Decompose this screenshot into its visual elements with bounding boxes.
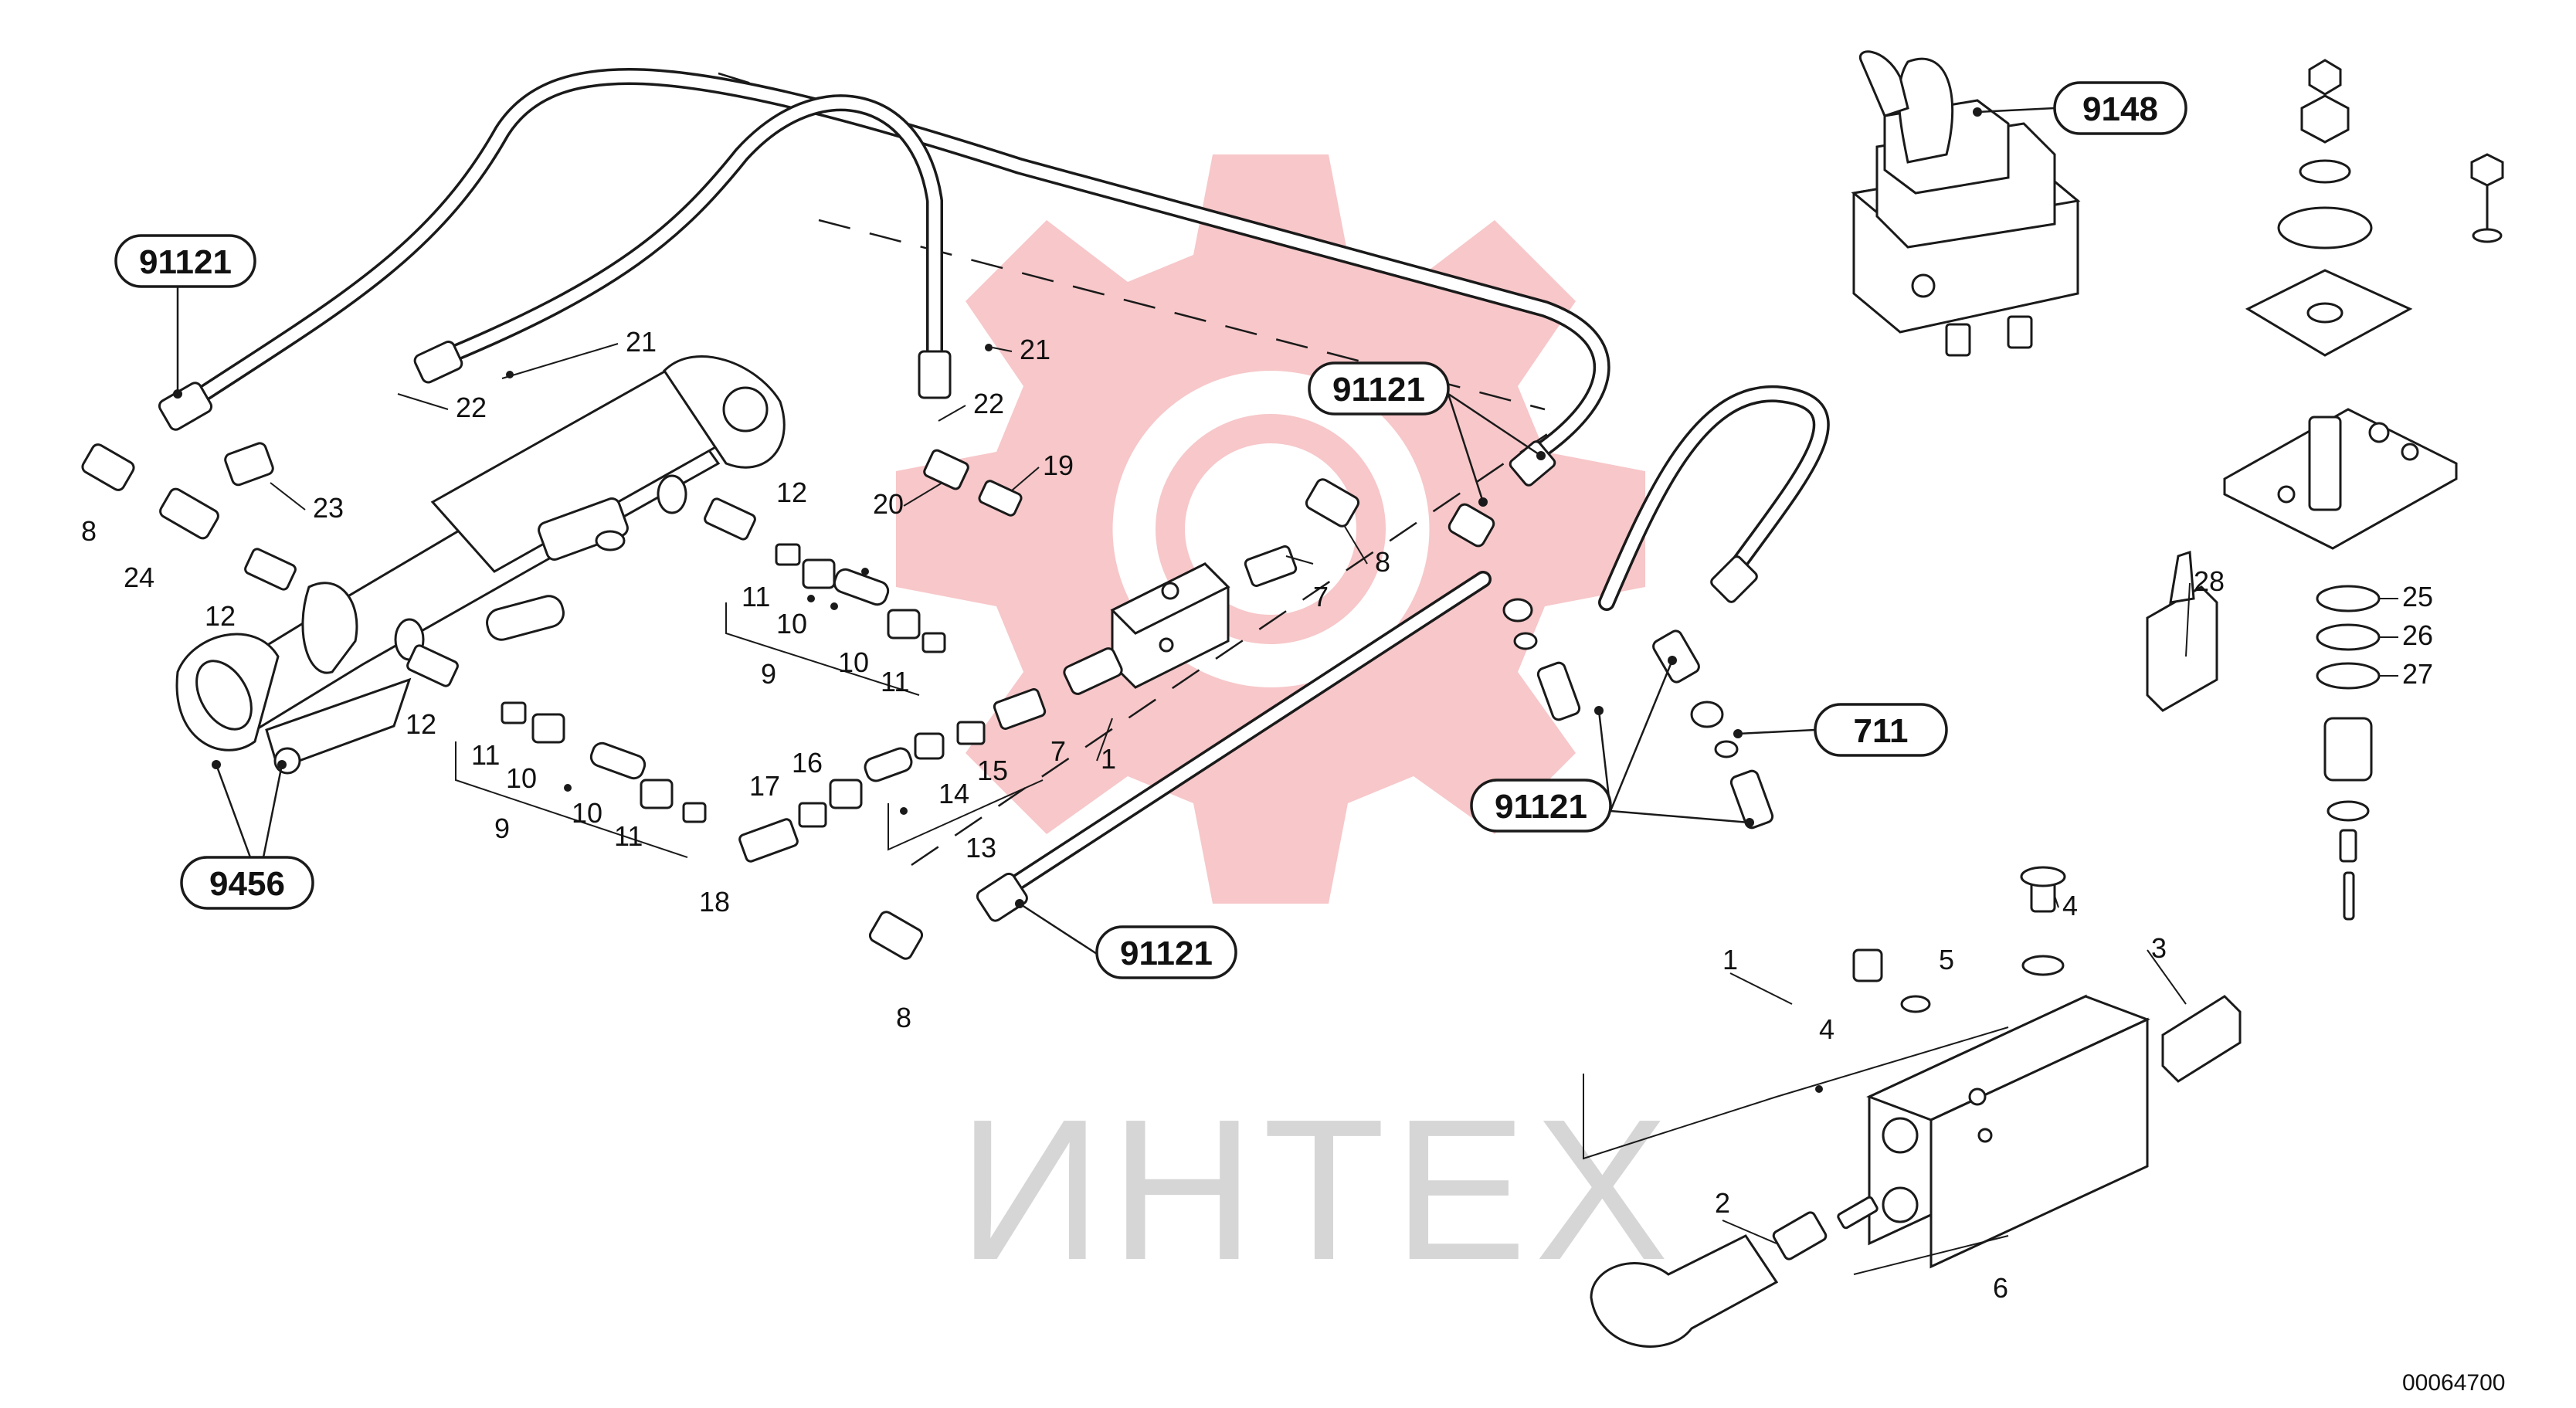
callout-label: 91121 bbox=[1332, 371, 1425, 409]
part-label: 24 bbox=[124, 562, 154, 593]
part-label: 17 bbox=[749, 770, 780, 802]
part-label: 11 bbox=[614, 820, 643, 852]
part-label: 4 bbox=[1819, 1013, 1834, 1045]
part-label: 11 bbox=[742, 581, 770, 612]
part-label: 21 bbox=[626, 326, 657, 358]
part-label: 8 bbox=[896, 1002, 911, 1033]
callout-91121-lower-center: 91121 bbox=[1095, 925, 1237, 979]
part-label: 8 bbox=[1375, 546, 1390, 578]
callout-label: 9148 bbox=[2082, 90, 2158, 128]
dash-line-b bbox=[911, 392, 1607, 867]
part-label: 6 bbox=[1993, 1272, 2008, 1304]
part-label: 16 bbox=[792, 747, 823, 779]
callout-label: 711 bbox=[1854, 712, 1909, 750]
callout-label: 91121 bbox=[1120, 935, 1213, 972]
hose-right-loop bbox=[1598, 385, 1830, 611]
part-label: 8 bbox=[81, 515, 97, 547]
leader-lines bbox=[176, 107, 2055, 955]
part-label: 26 bbox=[2402, 619, 2433, 651]
assembly-brackets bbox=[455, 602, 2009, 1275]
label-ticks bbox=[270, 343, 2398, 1244]
part-label: 4 bbox=[2062, 890, 2078, 921]
part-label: 7 bbox=[1313, 581, 1329, 612]
callout-label: 9456 bbox=[209, 865, 285, 903]
part-label: 19 bbox=[1043, 450, 1074, 481]
part-label: 13 bbox=[966, 832, 996, 863]
leader-dots bbox=[173, 107, 1982, 1093]
watermark-gear bbox=[896, 154, 1645, 904]
part-label: 2 bbox=[1715, 1187, 1730, 1219]
part-label: 15 bbox=[977, 755, 1008, 786]
part-label: 28 bbox=[2194, 565, 2225, 597]
part-label: 20 bbox=[873, 488, 904, 520]
part-label: 27 bbox=[2402, 658, 2433, 690]
hose-lower-straight bbox=[988, 571, 1492, 904]
stack-parts bbox=[2146, 59, 2504, 921]
watermark-gear-shape bbox=[896, 154, 1645, 904]
callout-label: 91121 bbox=[1495, 788, 1587, 826]
part-label: 21 bbox=[1020, 334, 1050, 365]
joystick-assembly bbox=[1851, 50, 2081, 357]
part-label: 1 bbox=[1722, 944, 1738, 975]
part-label: 3 bbox=[2151, 932, 2167, 964]
part-label: 9 bbox=[761, 658, 776, 690]
part-label: 10 bbox=[506, 762, 537, 794]
callout-711: 711 bbox=[1814, 703, 1948, 757]
watermark-gear-ring bbox=[1156, 414, 1386, 644]
callout-91121-center: 91121 bbox=[1308, 361, 1450, 416]
part-label: 1 bbox=[1101, 743, 1116, 775]
valve-block-center bbox=[1063, 562, 1230, 695]
hydraulic-cylinder bbox=[175, 355, 786, 775]
hose-upper-inner bbox=[432, 94, 943, 368]
part-label: 14 bbox=[938, 778, 969, 809]
part-label: 10 bbox=[776, 608, 807, 640]
part-label: 22 bbox=[973, 388, 1004, 419]
callout-9148: 9148 bbox=[2053, 81, 2187, 135]
part-label: 10 bbox=[572, 797, 602, 829]
watermark-text: ИНТЕХ bbox=[958, 1078, 1676, 1302]
part-label: 22 bbox=[456, 392, 487, 423]
part-label: 18 bbox=[699, 886, 730, 918]
hose-top-left bbox=[177, 68, 1610, 464]
part-label: 12 bbox=[205, 600, 236, 632]
callout-91121-top-left: 91121 bbox=[114, 234, 256, 288]
part-label: 9 bbox=[494, 813, 510, 844]
valve-detail bbox=[1590, 866, 2242, 1348]
callout-9456: 9456 bbox=[180, 856, 314, 910]
part-label: 7 bbox=[1050, 735, 1066, 767]
part-label: 5 bbox=[1939, 944, 1954, 975]
part-number-labels: 21 22 23 8 24 12 21 22 20 19 12 11 10 10… bbox=[81, 326, 2433, 1304]
part-label: 11 bbox=[471, 739, 500, 771]
part-label: 10 bbox=[838, 646, 869, 678]
callout-91121-right: 91121 bbox=[1470, 779, 1612, 833]
callout-label: 91121 bbox=[139, 243, 232, 281]
small-fittings bbox=[81, 442, 1774, 960]
part-label: 12 bbox=[406, 708, 436, 740]
part-label: 11 bbox=[881, 666, 909, 697]
part-label: 12 bbox=[776, 477, 807, 508]
part-label: 25 bbox=[2402, 581, 2433, 612]
part-label: 23 bbox=[313, 492, 344, 524]
document-number: 00064700 bbox=[2402, 1370, 2505, 1396]
